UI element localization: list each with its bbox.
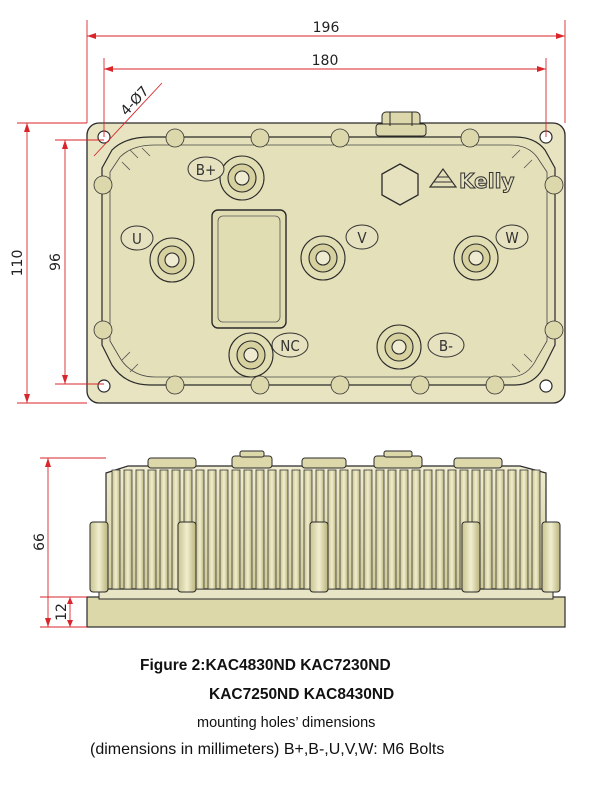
terminal-label-nc: NC	[280, 337, 300, 355]
terminal-w-post	[453, 235, 499, 281]
logo-text: Kelly	[459, 169, 514, 193]
side-dimension-arrows	[45, 458, 73, 627]
figure-caption-line-3: mounting holes’ dimensions	[197, 715, 376, 731]
terminal-labels: B+ U V W NC B-	[120, 156, 529, 358]
kelly-logo: Kelly	[428, 167, 515, 194]
dim-total-height: 66	[32, 533, 48, 551]
housing-inner-outline	[109, 144, 548, 378]
top-view-dimensions	[17, 20, 566, 404]
terminal-b-plus-post	[219, 155, 265, 201]
dim-holes: 4-Ø7	[118, 83, 153, 119]
terminal-nc-post	[228, 332, 274, 378]
terminal-label-w: W	[505, 229, 518, 247]
hex-indicator	[381, 163, 419, 206]
dim-base-height: 12	[54, 603, 70, 621]
side-base-plate	[86, 596, 566, 628]
mounting-hole	[539, 379, 553, 393]
dim-hole-spacing-width: 180	[312, 53, 339, 69]
dim-overall-width: 196	[313, 20, 340, 36]
terminal-b-minus-post	[376, 324, 422, 370]
center-window-inner	[217, 215, 281, 323]
terminal-label-b-minus: B-	[439, 337, 453, 355]
terminal-label-v: V	[357, 229, 367, 247]
mounting-hole	[97, 379, 111, 393]
cable-gland	[375, 111, 427, 137]
side-posts	[89, 521, 561, 593]
top-dimension-arrows	[24, 33, 565, 403]
figure-caption-line-1: Figure 2:KAC4830ND KAC7230ND	[140, 657, 391, 674]
edge-scallops	[93, 128, 564, 395]
controller-drawing: Kelly B+ U V W NC B-	[10, 20, 566, 628]
terminal-posts	[149, 155, 499, 378]
side-terminal-caps	[147, 450, 503, 469]
figure-caption-line-2: KAC7250ND KAC8430ND	[209, 686, 395, 703]
edge-ribs	[121, 147, 533, 373]
terminal-label-b-plus: B+	[196, 161, 217, 179]
terminal-label-u: U	[132, 230, 142, 248]
terminal-u-post	[149, 237, 195, 283]
center-window	[211, 209, 287, 329]
figure-caption-line-4: (dimensions in millimeters) B+,B-,U,V,W:…	[90, 741, 445, 758]
dim-hole-spacing-height: 96	[48, 253, 64, 271]
top-view: Kelly B+ U V W NC B-	[86, 111, 566, 404]
dim-overall-height: 110	[10, 250, 26, 277]
terminal-v-post	[300, 235, 346, 281]
side-view	[86, 450, 566, 628]
